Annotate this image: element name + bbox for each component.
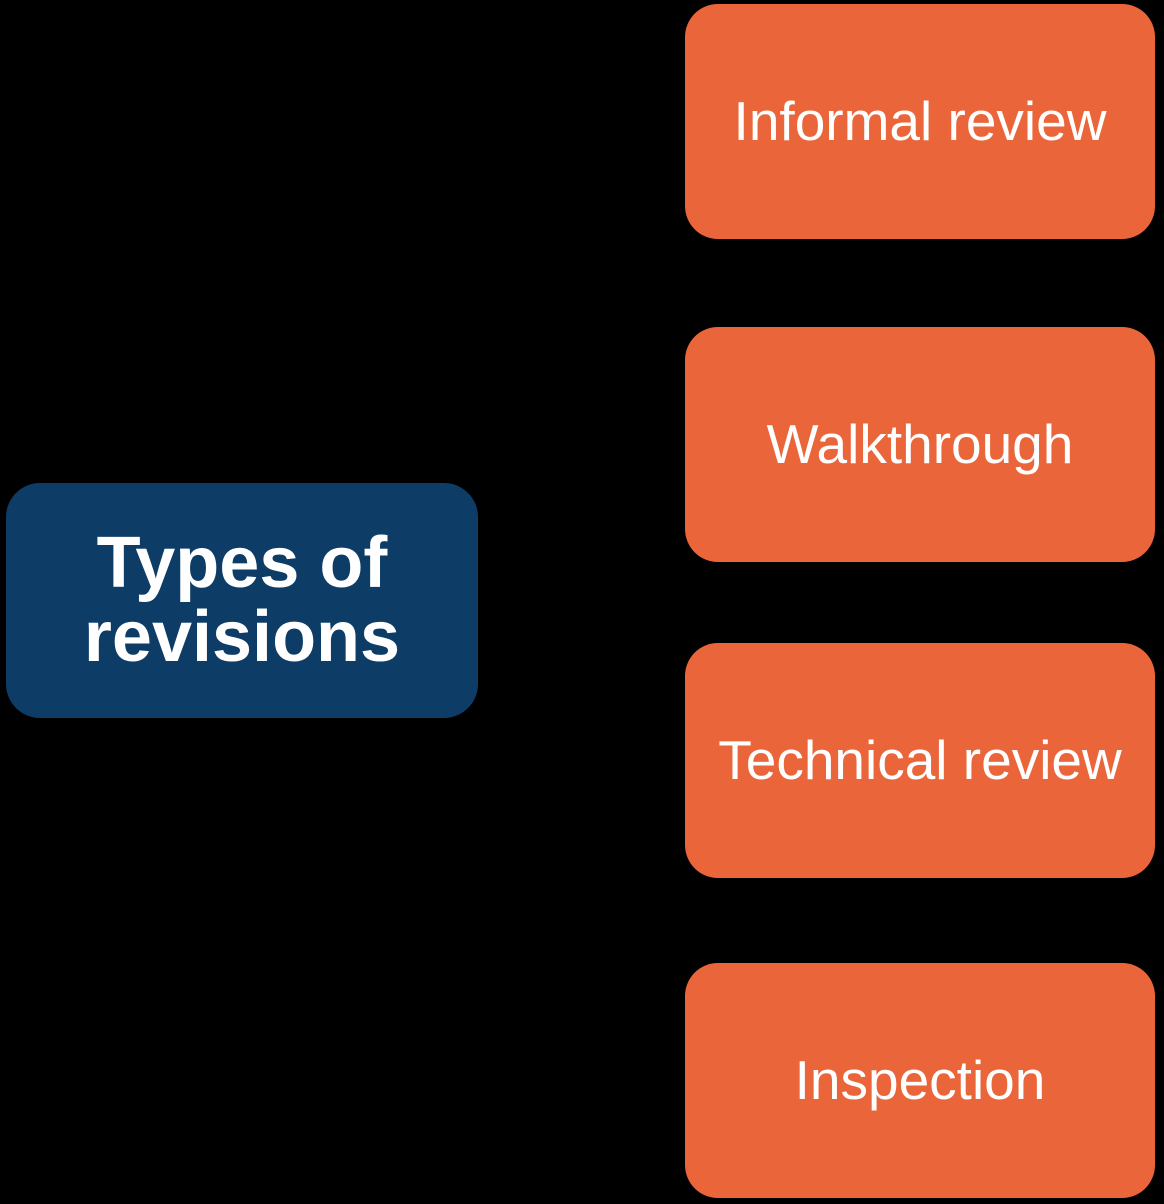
child-node-label: Informal review — [733, 90, 1107, 153]
child-node-inspection: Inspection — [685, 963, 1155, 1198]
root-label-line-2: revisions — [83, 596, 401, 677]
child-node-label: Inspection — [794, 1049, 1046, 1112]
child-node-label: Technical review — [718, 729, 1122, 792]
root-node-types-of-revisions: Types of revisions — [6, 483, 478, 718]
child-node-informal-review: Informal review — [685, 4, 1155, 239]
child-node-label: Walkthrough — [766, 413, 1074, 476]
child-node-technical-review: Technical review — [685, 643, 1155, 878]
root-node-label: Types of revisions — [83, 523, 401, 677]
child-node-walkthrough: Walkthrough — [685, 327, 1155, 562]
root-label-line-1: Types of — [96, 523, 388, 604]
